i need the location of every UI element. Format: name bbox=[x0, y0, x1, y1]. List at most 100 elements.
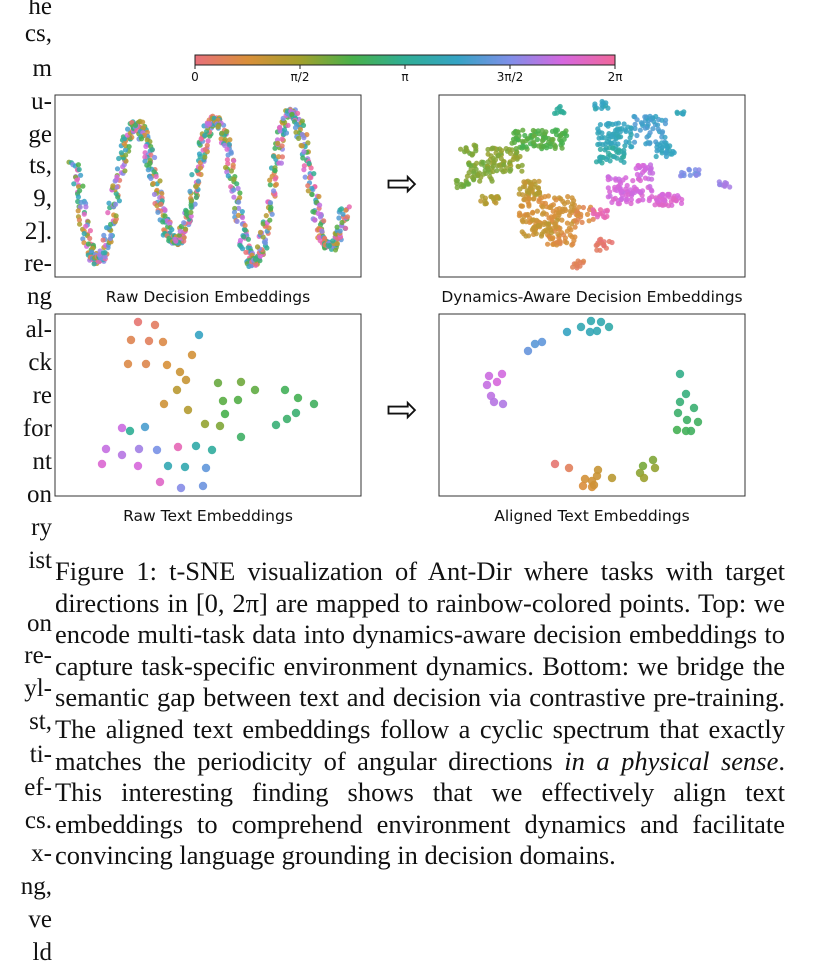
scatter-point bbox=[480, 159, 486, 165]
scatter-point bbox=[302, 174, 308, 180]
scatter-point bbox=[663, 142, 669, 149]
scatter-point bbox=[541, 221, 547, 227]
scatter-point bbox=[567, 208, 573, 214]
scatter-point bbox=[689, 403, 699, 413]
scatter-point bbox=[596, 317, 606, 327]
scatter-point bbox=[228, 168, 234, 174]
scatter-point bbox=[192, 201, 198, 207]
scatter-point bbox=[231, 187, 237, 193]
scatter-point bbox=[193, 194, 199, 200]
scatter-point bbox=[541, 143, 547, 149]
left-column-line: cs, bbox=[24, 20, 52, 47]
scatter-point bbox=[647, 183, 653, 190]
caption-math: [0, 2π] bbox=[195, 587, 268, 618]
scatter-point bbox=[610, 196, 617, 202]
scatter-point bbox=[202, 146, 208, 153]
scatter-point bbox=[176, 483, 186, 493]
caption-emphasis: in a physical sense bbox=[564, 745, 779, 776]
scatter-point bbox=[579, 219, 585, 225]
scatter-point bbox=[564, 463, 574, 473]
scatter-point bbox=[482, 380, 492, 390]
scatter-point bbox=[478, 198, 484, 204]
scatter-point bbox=[144, 336, 154, 346]
scatter-point bbox=[517, 212, 524, 218]
scatter-point bbox=[316, 193, 322, 200]
scatter-point bbox=[162, 207, 168, 213]
scatter-point bbox=[523, 346, 533, 356]
scatter-point bbox=[663, 153, 670, 160]
scatter-point bbox=[561, 130, 568, 136]
scatter-point bbox=[717, 182, 723, 188]
scatter-point bbox=[317, 222, 324, 228]
scatter-point bbox=[545, 232, 551, 238]
scatter-point bbox=[554, 110, 560, 116]
scatter-point bbox=[85, 241, 91, 247]
left-column-line: for bbox=[22, 415, 52, 442]
scatter-point bbox=[257, 258, 263, 264]
scatter-point bbox=[317, 214, 324, 220]
scatter-point bbox=[499, 148, 505, 154]
scatter-point bbox=[278, 160, 284, 166]
scatter-point bbox=[106, 200, 112, 206]
scatter-point bbox=[520, 143, 526, 149]
scatter-point bbox=[196, 151, 203, 157]
scatter-point bbox=[291, 408, 301, 418]
scatter-point bbox=[281, 127, 288, 133]
colorbar-tick-label: π/2 bbox=[291, 70, 310, 84]
scatter-point bbox=[267, 182, 273, 188]
scatter-point bbox=[306, 160, 312, 167]
scatter-point bbox=[180, 462, 190, 472]
scatter-point bbox=[646, 197, 652, 204]
caption-part: . This interesting finding shows that we… bbox=[55, 745, 785, 871]
scatter-point bbox=[559, 145, 565, 151]
scatter-point bbox=[159, 191, 165, 197]
scatter-point bbox=[219, 130, 225, 136]
scatter-point bbox=[339, 219, 345, 226]
scatter-point bbox=[622, 127, 628, 133]
scatter-point bbox=[213, 378, 223, 388]
scatter-point bbox=[564, 240, 570, 246]
scatter-point bbox=[622, 143, 628, 149]
scatter-point bbox=[634, 117, 640, 123]
scatter-point bbox=[555, 231, 561, 237]
scatter-point bbox=[593, 465, 603, 475]
scatter-point bbox=[224, 157, 230, 163]
scatter-point bbox=[642, 175, 649, 181]
scatter-point bbox=[162, 360, 172, 370]
scatter-point bbox=[585, 327, 595, 337]
scatter-point bbox=[628, 200, 634, 207]
scatter-point bbox=[236, 205, 242, 211]
left-column-line: cs. bbox=[24, 807, 52, 834]
scatter-point bbox=[102, 254, 108, 260]
scatter-point bbox=[76, 217, 82, 223]
scatter-point bbox=[198, 136, 204, 142]
left-column-line: x- bbox=[31, 840, 52, 867]
left-column-line: ve bbox=[28, 906, 52, 933]
scatter-point bbox=[536, 178, 542, 184]
scatter-point bbox=[569, 195, 575, 201]
scatter-point bbox=[529, 217, 535, 223]
scatter-point bbox=[336, 215, 342, 221]
scatter-point bbox=[655, 122, 661, 128]
scatter-point bbox=[650, 463, 660, 473]
scatter-point bbox=[195, 178, 201, 184]
scatter-point bbox=[616, 176, 622, 182]
scatter-point bbox=[305, 140, 311, 146]
scatter-point bbox=[519, 229, 525, 235]
scatter-point bbox=[188, 209, 194, 215]
left-column-line: ist bbox=[28, 547, 52, 574]
scatter-point bbox=[630, 178, 636, 184]
scatter-point bbox=[299, 143, 305, 149]
scatter-point bbox=[308, 165, 314, 171]
scatter-point bbox=[644, 134, 650, 140]
scatter-point bbox=[260, 221, 266, 227]
scatter-point bbox=[237, 237, 244, 243]
scatter-point bbox=[534, 136, 541, 143]
scatter-point bbox=[75, 162, 81, 168]
scatter-point bbox=[490, 196, 497, 202]
scatter-point bbox=[649, 188, 655, 194]
scatter-point bbox=[204, 142, 210, 148]
scatter-point bbox=[531, 133, 537, 139]
scatter-point bbox=[140, 125, 146, 131]
scatter-point bbox=[608, 140, 615, 146]
